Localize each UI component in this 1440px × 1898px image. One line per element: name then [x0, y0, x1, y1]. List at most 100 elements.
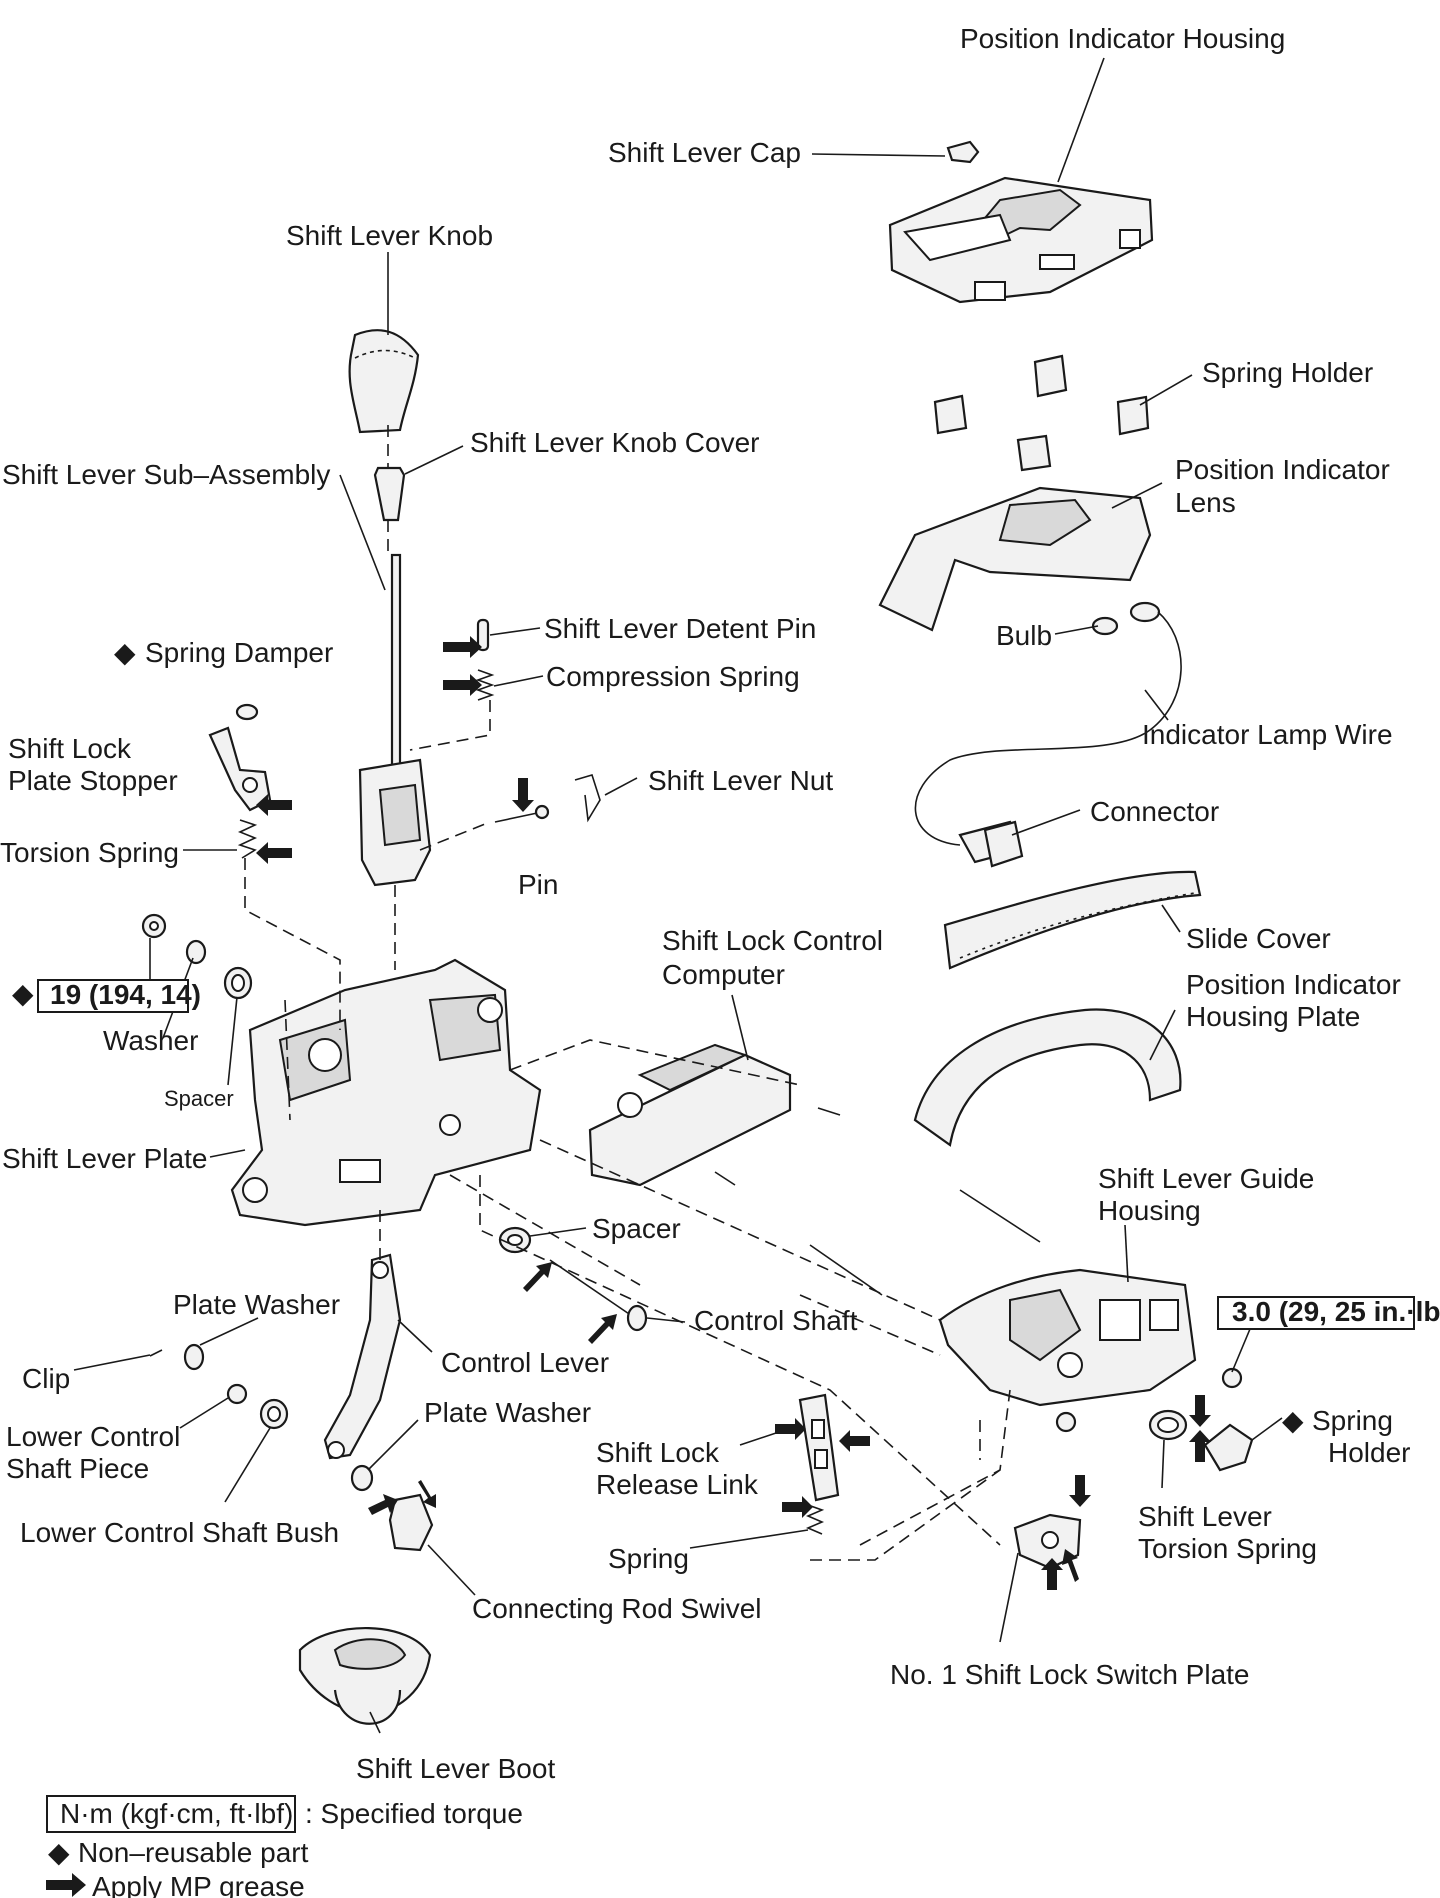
label-shift-lever-guide-housing-2: Housing [1098, 1195, 1201, 1226]
slide-cover-part [943, 870, 1202, 970]
torque-value-right: 3.0 (29, 25 in.·lbf) [1232, 1296, 1440, 1327]
spring-part [805, 1504, 825, 1535]
label-connector: Connector [1090, 796, 1219, 827]
shift-lock-plate-stopper-part [208, 726, 272, 812]
label-shift-lock-release-link-1: Shift Lock [596, 1437, 720, 1468]
label-position-indicator-housing-plate-2: Housing Plate [1186, 1001, 1360, 1032]
spacer-left-part [223, 966, 253, 1000]
position-indicator-housing-plate-part [913, 1008, 1182, 1147]
shift-lock-control-computer-part [588, 1043, 841, 1187]
label-lower-control-shaft-piece-2: Shaft Piece [6, 1453, 149, 1484]
label-indicator-lamp-wire: Indicator Lamp Wire [1142, 719, 1393, 750]
shift-lock-release-link-part [798, 1393, 840, 1502]
grease-arrow-compression-spring [443, 674, 482, 696]
legend-torque-text: : Specified torque [305, 1798, 523, 1829]
label-position-indicator-housing: Position Indicator Housing [960, 23, 1285, 54]
pin-part [494, 804, 550, 823]
shift-lever-plate-part [230, 958, 542, 1227]
label-spring-holder-right-2: Holder [1328, 1437, 1410, 1468]
label-shift-lever-cap: Shift Lever Cap [608, 137, 801, 168]
guide-housing-bolts [809, 1189, 1243, 1433]
label-lower-control-shaft-piece-1: Lower Control [6, 1421, 180, 1452]
torsion-spring-part [237, 819, 258, 859]
label-control-shaft: Control Shaft [694, 1305, 858, 1336]
legend-torque-box: N·m (kgf·cm, ft·lbf) [60, 1798, 293, 1829]
compression-spring-part [475, 669, 495, 701]
nonreusable-mark-left-nut: ◆ [12, 978, 34, 1009]
shift-lever-guide-housing-part [938, 1268, 1197, 1407]
connecting-rod-swivel-part [388, 1493, 434, 1552]
spring-holder-clips [933, 354, 1150, 472]
label-shift-lever-torsion-spring-1: Shift Lever [1138, 1501, 1272, 1532]
plate-washer-top-part [183, 1343, 205, 1371]
grease-arrow-control-shaft-2 [588, 1314, 617, 1344]
shift-lever-torsion-spring-part [1148, 1409, 1254, 1472]
shift-lever-sub-assembly-part [358, 553, 432, 887]
label-washer: Washer [103, 1025, 198, 1056]
label-slide-cover: Slide Cover [1186, 923, 1331, 954]
label-spacer-left: Spacer [164, 1086, 234, 1111]
legend: N·m (kgf·cm, ft·lbf) : Specified torque … [46, 1795, 523, 1898]
label-spring-holder-top: Spring Holder [1202, 357, 1373, 388]
leader-lines [73, 57, 1283, 1734]
label-torsion-spring: Torsion Spring [0, 837, 179, 868]
grease-arrow-switch-plate-2 [1041, 1558, 1063, 1590]
label-shift-lever-torsion-spring-2: Torsion Spring [1138, 1533, 1317, 1564]
spacer-mid-part [498, 1226, 532, 1254]
spring-damper-part [235, 703, 259, 721]
label-shift-lever-detent-pin: Shift Lever Detent Pin [544, 613, 816, 644]
part-labels: Position Indicator Housing Shift Lever C… [0, 23, 1410, 1784]
label-position-indicator-housing-plate-1: Position Indicator [1186, 969, 1401, 1000]
legend-grease-arrow-icon [46, 1873, 86, 1897]
grease-arrow-pin [512, 778, 534, 812]
label-shift-lever-nut: Shift Lever Nut [648, 765, 833, 796]
label-control-lever: Control Lever [441, 1347, 609, 1378]
label-spring-holder-right-1: Spring [1312, 1405, 1393, 1436]
position-indicator-housing-part [888, 176, 1154, 304]
label-lower-control-shaft-bush: Lower Control Shaft Bush [20, 1517, 339, 1548]
label-spring: Spring [608, 1543, 689, 1574]
label-shift-lock-control-computer-2: Computer [662, 959, 785, 990]
label-shift-lock-plate-stopper-1: Shift Lock [8, 733, 132, 764]
shift-lever-boot-part [298, 1627, 432, 1725]
nonreusable-mark-spring-holder: ◆ [1282, 1405, 1304, 1436]
shift-lever-detent-pin-part [476, 618, 490, 652]
grease-arrow-torsion-spring-r1 [1189, 1395, 1211, 1427]
label-shift-lock-release-link-2: Release Link [596, 1469, 759, 1500]
label-shift-lever-sub-assembly: Shift Lever Sub–Assembly [2, 459, 330, 490]
grease-arrow-swivel-1 [368, 1494, 398, 1515]
grease-arrow-release-link-2 [839, 1430, 870, 1452]
washer-part [185, 939, 207, 965]
shift-lever-knob-cover-part [373, 466, 406, 522]
label-shift-lock-control-computer-1: Shift Lock Control [662, 925, 883, 956]
label-shift-lever-knob-cover: Shift Lever Knob Cover [470, 427, 760, 458]
grease-arrow-detent-pin [443, 636, 482, 658]
label-plate-washer-bottom: Plate Washer [424, 1397, 591, 1428]
grease-arrow-spring [782, 1496, 813, 1518]
label-shift-lever-boot: Shift Lever Boot [356, 1753, 555, 1784]
grease-arrow-switch-plate-3 [1062, 1549, 1079, 1582]
label-position-indicator-lens-2: Lens [1175, 487, 1236, 518]
position-indicator-lens-part [878, 486, 1152, 632]
shift-lever-knob-part [348, 329, 420, 434]
legend-nonreusable: Non–reusable part [78, 1837, 309, 1868]
label-shift-lever-knob: Shift Lever Knob [286, 220, 493, 251]
no1-shift-lock-switch-plate-part [1013, 1513, 1082, 1570]
control-shaft-part [549, 1259, 648, 1332]
label-pin: Pin [518, 869, 558, 900]
grease-arrow-swivel-2 [418, 1480, 436, 1508]
label-shift-lock-plate-stopper-2: Plate Stopper [8, 765, 178, 796]
label-compression-spring: Compression Spring [546, 661, 800, 692]
grease-arrow-control-shaft-1 [523, 1262, 552, 1292]
shift-lever-cap-part [946, 140, 980, 164]
legend-nonreusable-mark: ◆ [48, 1837, 70, 1868]
torque-box-left: ◆ 19 (194, 14) [12, 938, 201, 1013]
lower-control-shaft-piece-part [226, 1383, 248, 1405]
grease-arrow-plate-stopper [256, 794, 292, 816]
label-spring-damper: Spring Damper [145, 637, 333, 668]
label-shift-lever-plate: Shift Lever Plate [2, 1143, 207, 1174]
label-bulb: Bulb [996, 620, 1052, 651]
grease-arrow-torsion-spring-r2 [1189, 1430, 1211, 1462]
